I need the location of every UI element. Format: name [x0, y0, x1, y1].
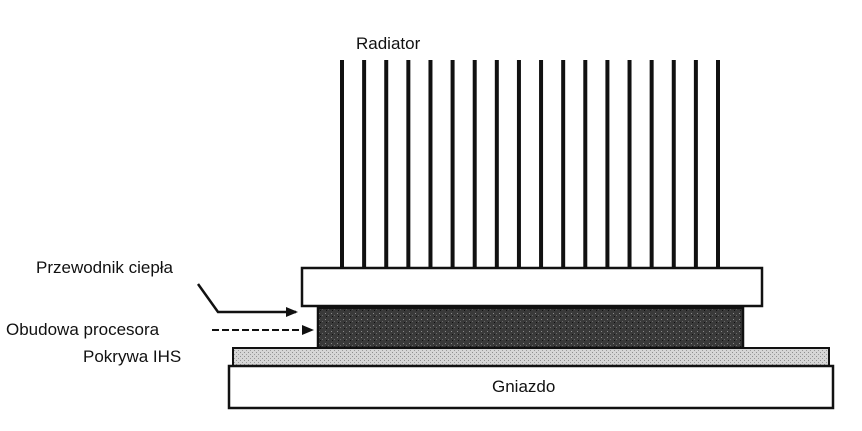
heat-conductor-label: Przewodnik ciepła [36, 258, 174, 277]
socket-block [227, 364, 835, 410]
ihs-cover-label: Pokrywa IHS [83, 347, 182, 366]
radiator-fins [340, 60, 720, 268]
socket-label: Gniazdo [492, 377, 556, 396]
processor-case-label: Obudowa procesora [6, 320, 160, 339]
heat-conductor-arrow [196, 283, 298, 317]
ihs-cover-layer [232, 347, 830, 367]
processor-case-block [316, 306, 745, 350]
radiator-label: Radiator [356, 34, 421, 53]
heat-conductor-plate [300, 266, 764, 308]
